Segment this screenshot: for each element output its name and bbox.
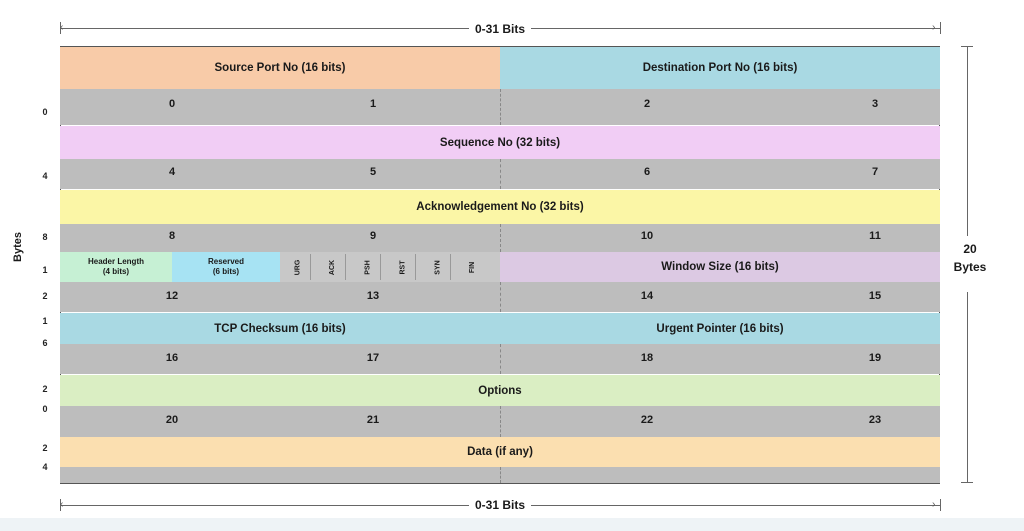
flag-fin-label: FIN bbox=[469, 261, 477, 273]
byte-offset-24-digit-2: 4 bbox=[42, 462, 48, 472]
byte-number: 21 bbox=[366, 414, 380, 426]
byte-offset-24-digit-1: 2 bbox=[42, 443, 48, 453]
flag-psh-label: PSH bbox=[364, 259, 372, 275]
flag-syn: SYN bbox=[423, 252, 453, 282]
byte-number: 14 bbox=[640, 290, 654, 302]
right-axis-line-upper bbox=[967, 46, 968, 236]
top-right-arrow-icon: › bbox=[932, 22, 936, 33]
bottom-left-arrow-icon: ‹ bbox=[60, 499, 64, 510]
byte-offset-12-digit-1: 1 bbox=[42, 265, 48, 275]
destination-port-label: Destination Port No (16 bits) bbox=[642, 62, 798, 74]
byte-number: 5 bbox=[369, 166, 377, 178]
flag-psh: PSH bbox=[353, 252, 383, 282]
right-axis-bottom-tick bbox=[961, 482, 973, 483]
options-label: Options bbox=[478, 384, 522, 397]
page-footer-band bbox=[0, 518, 1024, 531]
byte-offset-8: 8 bbox=[42, 232, 48, 242]
byte-number: 23 bbox=[868, 414, 882, 426]
reserved-label: Reserved bbox=[207, 257, 245, 266]
center-divider bbox=[500, 89, 501, 125]
flag-rst: RST bbox=[388, 252, 418, 282]
byte-number: 13 bbox=[366, 290, 380, 302]
source-port-label: Source Port No (16 bits) bbox=[214, 62, 346, 74]
window-size-label: Window Size (16 bits) bbox=[661, 261, 779, 273]
options-field: Options bbox=[60, 375, 940, 406]
flag-fin: FIN bbox=[458, 252, 488, 282]
header-length-bits: (4 bits) bbox=[102, 267, 130, 276]
tcp-checksum-field: TCP Checksum (16 bits) bbox=[60, 313, 500, 344]
left-axis-label: Bytes bbox=[12, 232, 24, 262]
byte-offset-20-digit-1: 2 bbox=[42, 384, 48, 394]
acknowledgement-label: Acknowledgement No (32 bits) bbox=[416, 201, 584, 213]
center-divider bbox=[500, 406, 501, 437]
sequence-label: Sequence No (32 bits) bbox=[439, 136, 561, 149]
flags-field bbox=[280, 252, 500, 282]
byte-offset-16-digit-2: 6 bbox=[42, 338, 48, 348]
data-label: Data (if any) bbox=[467, 446, 533, 458]
byte-offset-4: 4 bbox=[42, 171, 48, 181]
center-divider bbox=[500, 344, 501, 374]
acknowledgement-field: Acknowledgement No (32 bits) bbox=[60, 190, 940, 224]
byte-number: 10 bbox=[640, 230, 654, 242]
sequence-field: Sequence No (32 bits) bbox=[60, 126, 940, 159]
flag-ack: ACK bbox=[318, 252, 348, 282]
bottom-axis-label: 0-31 Bits bbox=[468, 498, 532, 512]
flag-rst-label: RST bbox=[399, 260, 407, 274]
source-port-field: Source Port No (16 bits) bbox=[60, 47, 500, 89]
flag-syn-label: SYN bbox=[434, 259, 442, 275]
byte-number: 12 bbox=[165, 290, 179, 302]
byte-number: 11 bbox=[869, 230, 881, 242]
byte-number: 6 bbox=[643, 166, 651, 178]
byte-offset-0: 0 bbox=[42, 107, 48, 117]
byte-offset-16-digit-1: 1 bbox=[42, 316, 48, 326]
right-axis-line-lower bbox=[967, 292, 968, 482]
byte-offset-12-digit-2: 2 bbox=[42, 291, 48, 301]
byte-number: 1 bbox=[369, 98, 377, 110]
byte-number: 15 bbox=[868, 290, 882, 302]
center-divider bbox=[500, 224, 501, 252]
flag-separator bbox=[345, 254, 346, 280]
flag-separator bbox=[415, 254, 416, 280]
urgent-pointer-label: Urgent Pointer (16 bits) bbox=[656, 322, 784, 335]
window-size-field: Window Size (16 bits) bbox=[500, 252, 940, 282]
byte-number: 0 bbox=[168, 98, 176, 110]
header-length-field: Header Length (4 bits) bbox=[60, 252, 172, 282]
destination-port-field: Destination Port No (16 bits) bbox=[500, 47, 940, 89]
right-axis-label-number: 20 bbox=[963, 242, 977, 256]
byte-number: 3 bbox=[871, 98, 879, 110]
byte-number: 20 bbox=[165, 414, 179, 426]
header-length-label: Header Length bbox=[87, 257, 144, 266]
right-axis-label-unit: Bytes bbox=[953, 260, 987, 274]
flag-ack-label: ACK bbox=[329, 259, 337, 275]
bottom-right-arrow-icon: › bbox=[932, 499, 936, 510]
flag-urg: URG bbox=[283, 252, 313, 282]
byte-number: 17 bbox=[366, 352, 380, 364]
top-axis-label: 0-31 Bits bbox=[468, 22, 532, 36]
urgent-pointer-field: Urgent Pointer (16 bits) bbox=[500, 313, 940, 344]
flag-separator bbox=[380, 254, 381, 280]
reserved-bits: (6 bits) bbox=[212, 267, 240, 276]
flag-urg-label: URG bbox=[294, 259, 302, 275]
center-divider bbox=[500, 467, 501, 483]
byte-number: 16 bbox=[165, 352, 179, 364]
byte-number: 2 bbox=[643, 98, 651, 110]
byte-number: 7 bbox=[871, 166, 879, 178]
byte-number: 4 bbox=[168, 166, 176, 178]
top-left-arrow-icon: ‹ bbox=[60, 22, 64, 33]
byte-number: 22 bbox=[640, 414, 654, 426]
tcp-checksum-label: TCP Checksum (16 bits) bbox=[214, 322, 346, 335]
reserved-field: Reserved (6 bits) bbox=[172, 252, 280, 282]
byte-offset-20-digit-2: 0 bbox=[42, 404, 48, 414]
flag-separator bbox=[310, 254, 311, 280]
byte-number: 9 bbox=[369, 230, 377, 242]
byte-number: 19 bbox=[868, 352, 882, 364]
data-field: Data (if any) bbox=[60, 437, 940, 467]
top-axis-right-tick bbox=[940, 22, 941, 34]
byte-number: 18 bbox=[640, 352, 654, 364]
bottom-axis-right-tick bbox=[940, 499, 941, 511]
center-divider bbox=[500, 159, 501, 189]
center-divider bbox=[500, 282, 501, 312]
byte-number: 8 bbox=[168, 230, 176, 242]
flag-separator bbox=[450, 254, 451, 280]
